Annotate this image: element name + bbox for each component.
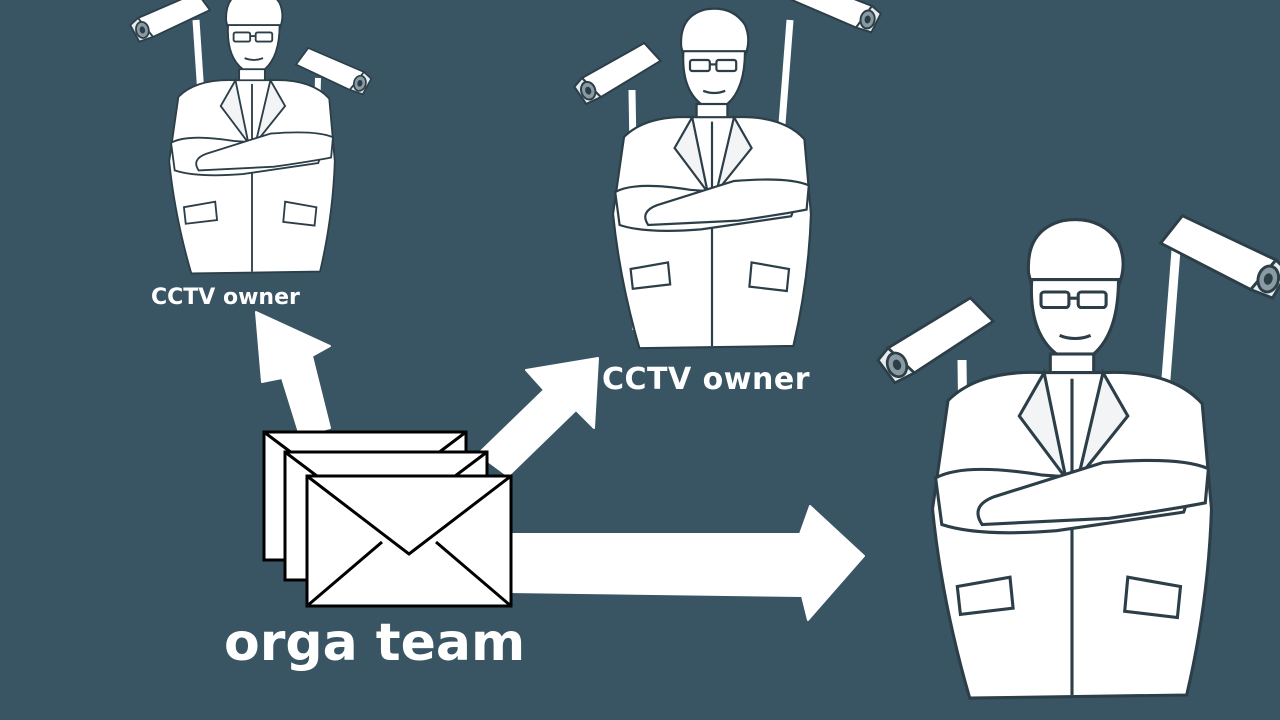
orga-team-label: orga team [224, 613, 526, 673]
cctv-camera-icon [787, 0, 886, 35]
cctv-owner-label-middle: CCTV owner [602, 362, 810, 397]
cctv-owner-left [125, 0, 376, 275]
cctv-camera-icon [867, 291, 1003, 387]
cctv-camera-icon [567, 38, 668, 107]
cctv-owner-label-left: CCTV owner [151, 285, 300, 310]
cctv-owner-right [867, 210, 1280, 700]
cctv-owner-middle [567, 0, 886, 350]
envelope-front [305, 474, 513, 608]
arrow-to-owner-left [255, 311, 331, 437]
envelopes-icon [262, 430, 513, 608]
arrow-to-owner-right [505, 505, 865, 621]
arrow-to-owner-middle [477, 357, 599, 477]
